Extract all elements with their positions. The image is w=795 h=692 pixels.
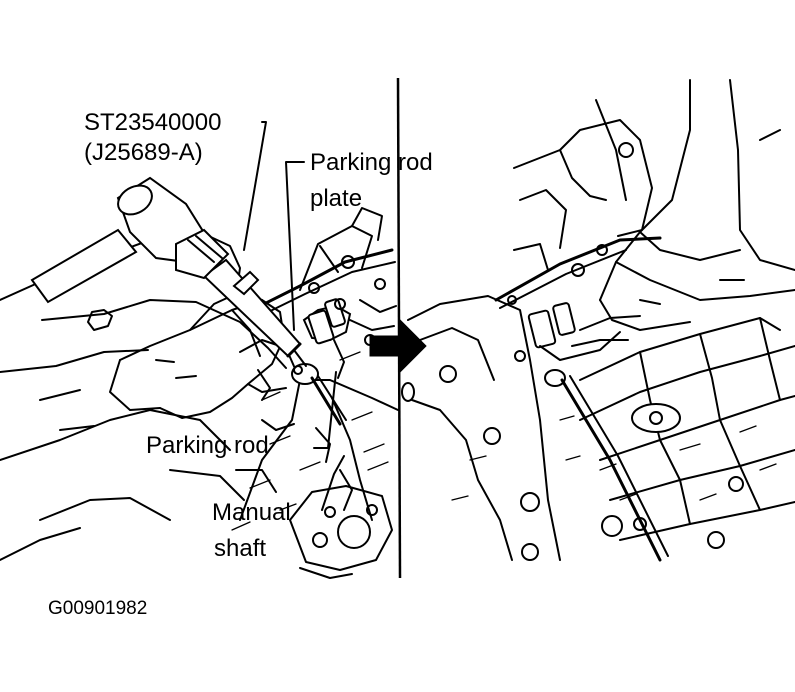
parking-rod-label: Parking rod: [146, 432, 269, 459]
hammer-icon: [30, 176, 230, 304]
leader-lines-left: [243, 121, 345, 511]
manual-shaft-label-line2: shaft: [214, 535, 266, 562]
parking-rod-plate-right: [527, 302, 669, 562]
parking-rod-plate-left: [302, 298, 352, 379]
parking-rod-plate-label-line1: Parking rod: [310, 149, 433, 176]
right-arrow-icon: [369, 318, 427, 374]
parking-rod-left: [291, 363, 347, 426]
punch-tool-icon: [202, 258, 307, 367]
right-panel: [401, 79, 795, 562]
tool-alt-number-label: (J25689-A): [84, 139, 203, 166]
right-panel-hand: [571, 79, 795, 347]
parking-rod-plate-label-line2: plate: [310, 185, 362, 212]
manual-shaft-label-line1: Manual: [212, 499, 291, 526]
transmission-housing-right: [401, 99, 795, 561]
left-panel: [0, 121, 399, 579]
panel-divider: [396, 77, 402, 579]
tool-number-label: ST23540000: [84, 109, 221, 136]
figure-id: G00901982: [48, 598, 147, 619]
